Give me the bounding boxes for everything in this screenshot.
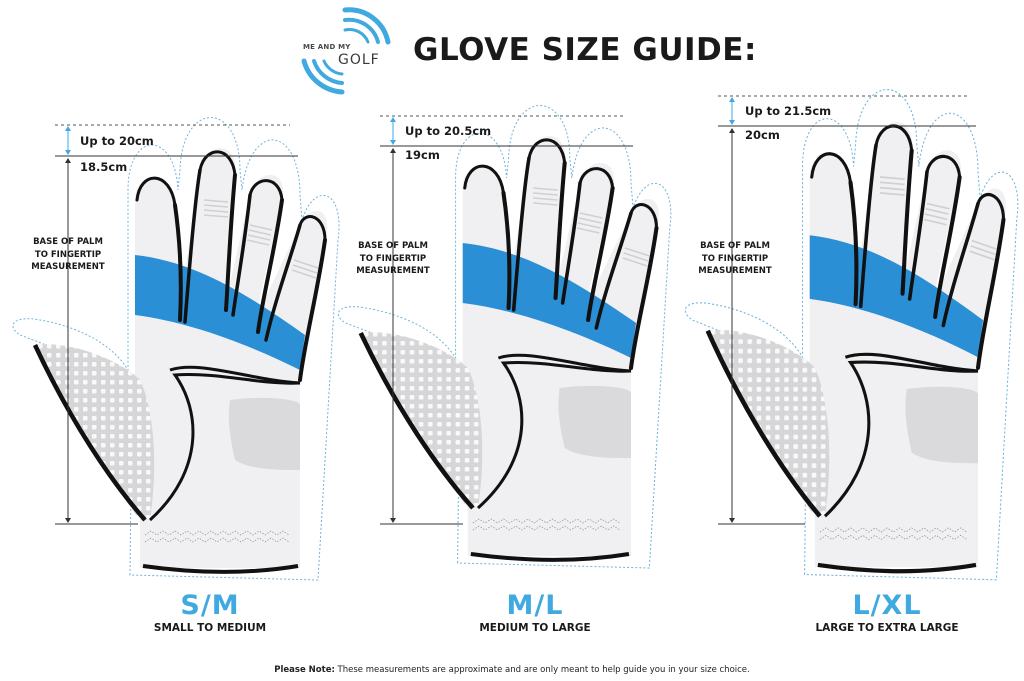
max-measurement-label: Up to 20.5cm <box>405 124 492 138</box>
glove-panel-large-extra-large: Up to 21.5cm 20cm BASE OF PALM TO FINGER… <box>680 0 1024 640</box>
header: ME AND MY GOLF GLOVE SIZE GUIDE: <box>300 6 760 96</box>
glove-panel-medium-large: Up to 20.5cm 19cm BASE OF PALM TO FINGER… <box>335 0 675 640</box>
logo-text-line1: ME AND MY <box>303 43 351 51</box>
logo-text-line2: GOLF <box>338 52 380 68</box>
glove-illustration <box>0 0 340 600</box>
min-measurement-label: 20cm <box>745 128 780 142</box>
base-to-fingertip-label: BASE OF PALM TO FINGERTIP MEASUREMENT <box>356 241 430 276</box>
glove-illustration <box>335 0 675 600</box>
footnote-label: Please Note: <box>274 665 335 675</box>
min-measurement-label: 19cm <box>405 148 440 162</box>
brand-logo: ME AND MY GOLF <box>300 6 395 96</box>
max-measurement-label: Up to 21.5cm <box>745 104 832 118</box>
max-measurement-label: Up to 20cm <box>80 134 154 148</box>
signal-arcs-icon <box>301 7 391 95</box>
size-code: M/L <box>506 590 564 621</box>
base-to-fingertip-label: BASE OF PALM TO FINGERTIP MEASUREMENT <box>698 241 772 276</box>
footnote: Please Note: These measurements are appr… <box>0 665 1024 675</box>
size-name: SMALL TO MEDIUM <box>153 622 267 634</box>
size-code: S/M <box>180 590 240 621</box>
min-measurement-label: 18.5cm <box>80 160 128 174</box>
size-code: L/XL <box>852 590 922 621</box>
glove-illustration <box>680 0 1024 600</box>
size-name: LARGE TO EXTRA LARGE <box>815 622 959 634</box>
page-title: GLOVE SIZE GUIDE: <box>413 32 757 68</box>
glove-panel-small-medium: Up to 20cm 18.5cm BASE OF PALM TO FINGER… <box>0 0 340 640</box>
base-to-fingertip-label: BASE OF PALM TO FINGERTIP MEASUREMENT <box>31 237 105 272</box>
size-name: MEDIUM TO LARGE <box>479 622 591 634</box>
footnote-text: These measurements are approximate and a… <box>334 665 750 675</box>
